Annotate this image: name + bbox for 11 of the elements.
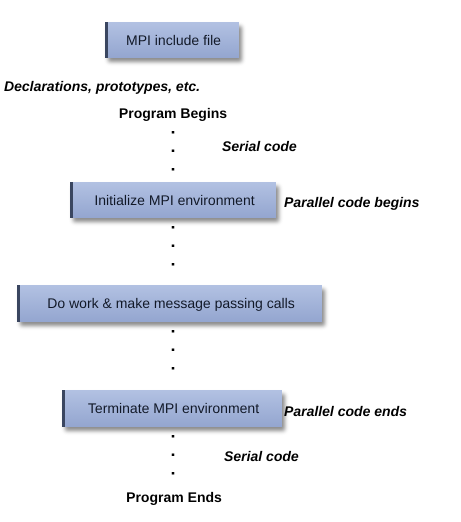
process-box: Do work & make message passing calls	[17, 285, 322, 322]
process-box: Terminate MPI environment	[62, 390, 282, 427]
annotation-text: Parallel code ends	[284, 402, 407, 421]
step-text: Program Ends	[94, 487, 254, 507]
annotation-text: Declarations, prototypes, etc.	[4, 77, 200, 96]
annotation-text: Parallel code begins	[284, 193, 420, 212]
annotation-text: Serial code	[222, 137, 297, 156]
process-box: MPI include file	[105, 22, 239, 58]
process-box: Initialize MPI environment	[70, 182, 276, 218]
annotation-text: Serial code	[224, 447, 299, 466]
step-text: Program Begins	[93, 103, 253, 123]
